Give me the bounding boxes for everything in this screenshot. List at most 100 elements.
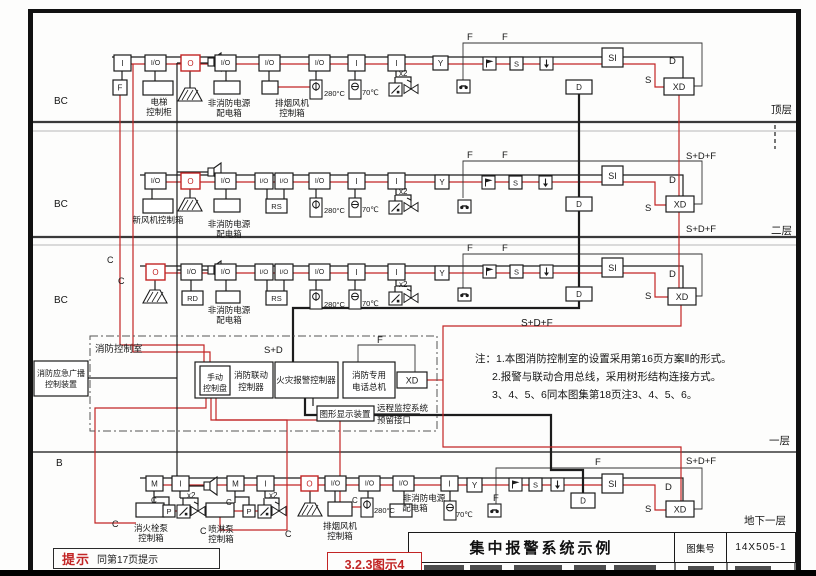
wire — [462, 160, 703, 205]
diagram-text: 火灾报警控制器 — [276, 375, 336, 385]
module-label: RD — [187, 294, 198, 303]
smoke-vent-icon — [186, 89, 194, 101]
module-label: D — [576, 200, 582, 209]
equipment-box — [135, 502, 165, 518]
cutoff-text-fragment — [424, 565, 464, 571]
module-label: I — [121, 59, 123, 68]
wire — [495, 467, 703, 510]
diagram-text: D — [665, 482, 672, 493]
module-box — [466, 477, 483, 493]
valve-icon — [274, 501, 280, 505]
module-label: I — [355, 268, 357, 277]
diagram-text: S — [645, 504, 651, 515]
smoke-vent-icon — [191, 199, 199, 211]
diagram-text: 喷淋泵 — [208, 524, 234, 534]
diagram-text: F — [502, 243, 508, 254]
manual-callpoint-icon — [260, 507, 269, 516]
speaker-icon — [207, 265, 215, 275]
diagram-text: 消防应急广播 — [37, 368, 85, 378]
equipment-box — [316, 405, 375, 422]
diagram-text: 控制箱 — [138, 533, 164, 543]
module-label: I/O — [260, 178, 269, 185]
diagram-text: x2 — [399, 187, 408, 196]
module-box — [162, 504, 176, 518]
speaker-icon — [207, 167, 215, 177]
diagram-text: D — [669, 269, 676, 280]
module-label: RS — [271, 294, 281, 303]
module-label: I/O — [151, 178, 161, 185]
diagram-text: C — [226, 498, 232, 507]
module-box — [180, 172, 201, 190]
module-label: O — [152, 268, 158, 277]
diagram-text: C — [200, 526, 207, 536]
wire — [112, 56, 684, 78]
hint-text: 同第17页提示 — [97, 555, 159, 566]
equipment-box — [261, 80, 279, 95]
speaker-icon — [209, 475, 218, 497]
smoke-vent-icon — [181, 199, 189, 211]
red-wire — [119, 95, 205, 366]
hint-box: 提示 同第17页提示 — [53, 548, 220, 569]
module-label: O — [187, 177, 193, 186]
module-box — [145, 475, 164, 492]
diagram-text: 配电箱 — [216, 315, 242, 325]
wire — [357, 344, 416, 372]
diagram-text: F — [467, 32, 473, 43]
wire — [462, 42, 703, 87]
diagram-text: S — [645, 203, 651, 214]
diagram-text: 新风机控制箱 — [132, 215, 184, 225]
module-box — [347, 54, 366, 72]
diagram-text: 控制盘 — [203, 383, 227, 393]
diagram-text: D — [669, 175, 676, 186]
module-label: I/O — [280, 178, 289, 185]
waterflow-icon — [512, 480, 520, 485]
speaker-icon — [207, 57, 215, 67]
diagram-text: C — [112, 519, 119, 529]
module-box — [214, 54, 237, 72]
diagram-text: 配电箱 — [216, 229, 242, 239]
smoke-vent-icon — [191, 89, 199, 101]
red-wire — [158, 272, 668, 298]
valve-icon — [410, 83, 419, 95]
red-wire — [132, 64, 211, 366]
module-box — [509, 56, 524, 71]
valve-icon — [271, 505, 280, 517]
module-box — [440, 475, 459, 492]
module-label: D — [576, 290, 582, 299]
module-label: S — [514, 60, 519, 69]
module-box — [113, 54, 132, 72]
module-label: SI — [608, 53, 617, 63]
module-label: SI — [608, 171, 617, 181]
smoke-vent-icon — [311, 504, 319, 516]
diagram-text: 控制箱 — [279, 108, 305, 118]
module-label: I — [395, 177, 397, 186]
module-box — [242, 504, 256, 518]
diagram-text: 消防控制室 — [95, 343, 143, 355]
speaker-icon — [203, 481, 211, 491]
module-box — [432, 55, 449, 71]
module-label: D — [580, 497, 586, 506]
module-label: M — [151, 480, 158, 489]
diagram-text: 远程监控系统 — [377, 403, 429, 413]
waterflow-icon — [486, 267, 494, 272]
wire — [235, 496, 250, 505]
module-label: S — [533, 481, 538, 490]
wire — [462, 253, 703, 297]
diagram-text: x2 — [269, 491, 278, 500]
alarm-valve-icon — [544, 272, 549, 276]
module-box — [265, 290, 288, 306]
diagram-text: 控制箱 — [327, 531, 353, 541]
diagram-text: S+D+F — [686, 456, 716, 467]
smoke-vent-icon — [301, 504, 309, 516]
module-box — [601, 473, 624, 494]
diagram-text: F — [502, 32, 508, 43]
module-label: D — [576, 83, 582, 92]
diagram-text: C — [151, 496, 157, 505]
valve-icon — [410, 201, 419, 213]
module-box — [300, 475, 319, 492]
drawing-title: 集中报警系统示例 — [469, 540, 614, 557]
module-box — [254, 263, 274, 281]
diagram-text: S+D — [264, 345, 283, 356]
valve-icon — [403, 83, 412, 95]
smoke-vent-icon — [146, 291, 154, 303]
